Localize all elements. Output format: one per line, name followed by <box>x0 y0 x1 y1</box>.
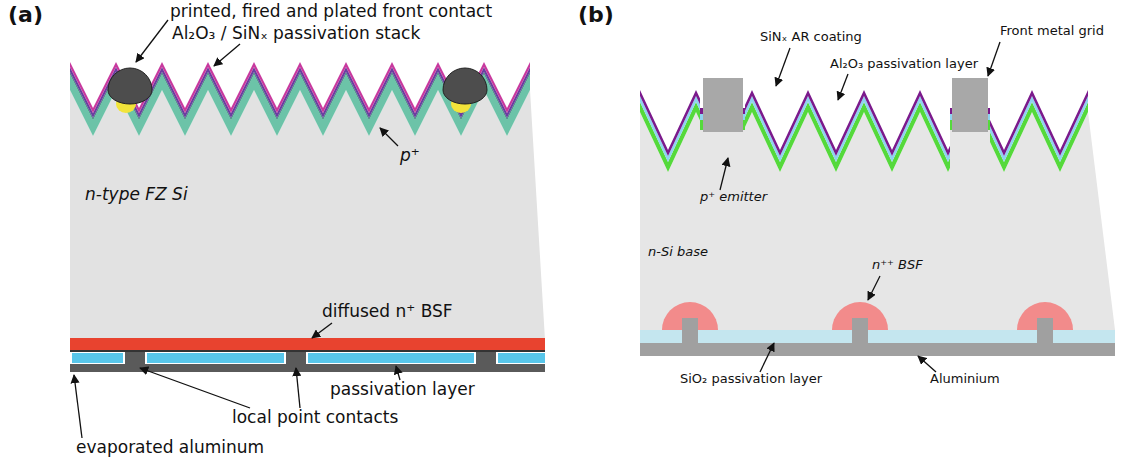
leader-line <box>760 343 774 372</box>
point-contact <box>286 352 306 364</box>
layer-label: diffused n⁺ BSF <box>322 302 453 322</box>
layer-label: Aluminium <box>930 372 1000 387</box>
leader-line <box>868 276 880 300</box>
layer-label: n-Si base <box>648 245 708 260</box>
silicon-wafer <box>640 112 1115 330</box>
layer-label: local point contacts <box>232 408 398 428</box>
layer-label: Front metal grid <box>1000 24 1104 39</box>
layer-label: p⁺ <box>400 146 420 166</box>
passivation-segment <box>72 353 123 363</box>
panel-letter: (b) <box>578 2 614 27</box>
rear-contact <box>1037 318 1053 344</box>
leader-line <box>776 48 790 86</box>
layer-label: printed, fired and plated front contact <box>170 2 492 22</box>
leader-line <box>838 74 848 100</box>
passivation-segment <box>498 353 545 363</box>
front-grid-finger <box>703 78 743 132</box>
leader-line <box>396 366 400 380</box>
point-contact <box>125 352 145 364</box>
passivation-segment <box>147 353 284 363</box>
layer-label: Al₂O₃ passivation layer <box>830 57 978 72</box>
point-contact <box>476 352 496 364</box>
leader-line <box>312 323 332 338</box>
layer-label: n⁺⁺ BSF <box>872 258 923 273</box>
leader-line <box>988 42 1000 76</box>
cell-a <box>70 62 545 372</box>
panel-letter: (a) <box>8 2 43 27</box>
layer-edge <box>70 350 545 352</box>
leader-line <box>136 20 168 62</box>
leader-line <box>214 44 240 66</box>
layer-label: SiO₂ passivation layer <box>680 372 822 387</box>
rear-contact <box>852 318 868 344</box>
front-contact <box>443 68 487 104</box>
layer-label: passivation layer <box>330 380 475 400</box>
leader-line <box>918 356 936 372</box>
leader-line <box>380 128 398 146</box>
leader-line <box>296 368 300 408</box>
surface-layer <box>70 62 530 113</box>
leader-line <box>74 375 82 438</box>
rear-contact <box>682 318 698 344</box>
layer-label: evaporated aluminum <box>76 438 264 458</box>
leader-line <box>140 368 250 408</box>
layer-label: Al₂O₃ / SiNₓ passivation stack <box>172 24 420 44</box>
layer-label: n-type FZ Si <box>85 185 188 205</box>
front-grid-finger <box>952 78 988 132</box>
aluminium-layer <box>640 343 1115 356</box>
passivation-segment <box>308 353 474 363</box>
bsf-layer <box>70 338 545 350</box>
leader-line <box>720 158 728 190</box>
layer-label: p⁺ emitter <box>700 190 767 205</box>
leader-lines <box>74 20 1000 438</box>
layer-label: SiNₓ AR coating <box>760 30 862 45</box>
front-contact <box>108 68 152 104</box>
cell-b <box>640 78 1115 356</box>
